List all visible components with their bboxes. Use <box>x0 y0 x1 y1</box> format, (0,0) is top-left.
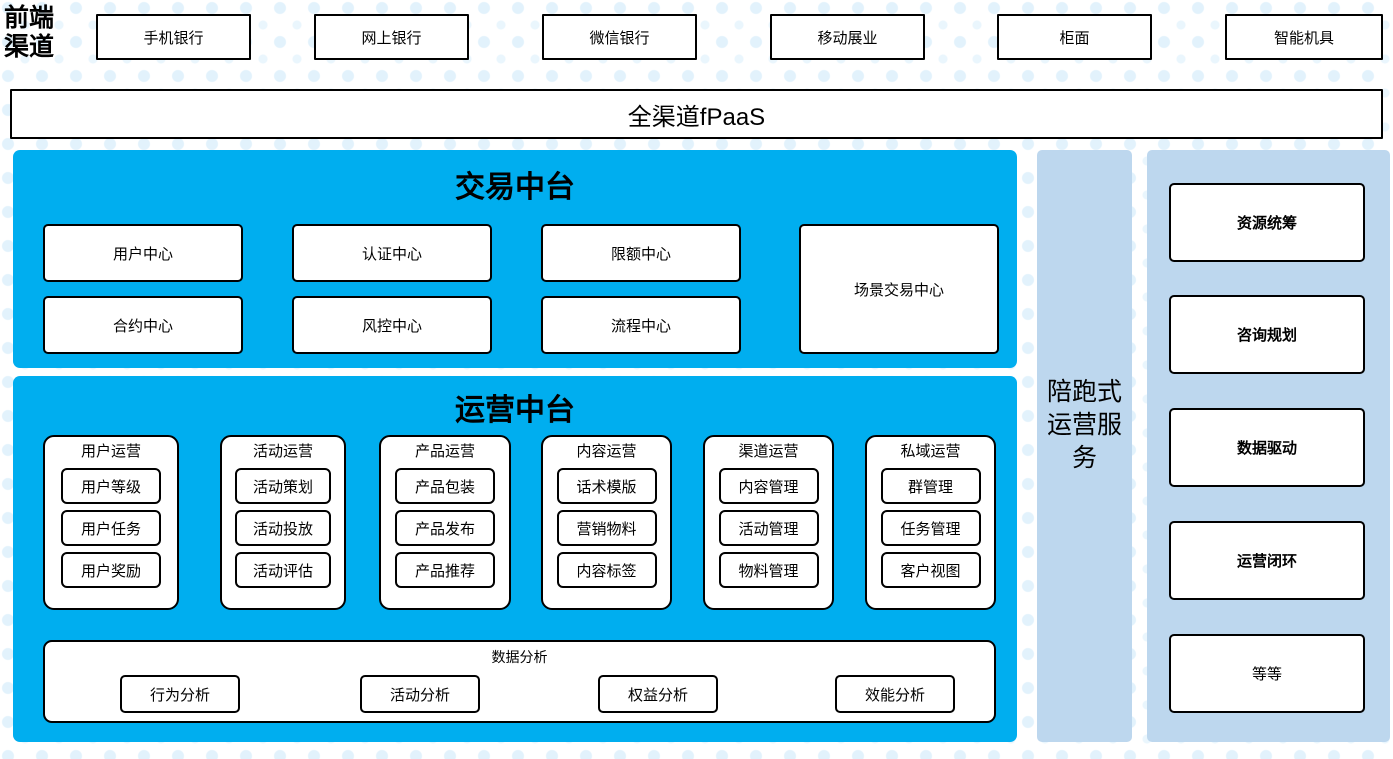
operation-column-title: 用户运营 <box>80 443 141 460</box>
operation-item[interactable]: 活动评估 <box>235 552 331 588</box>
trading-box-contract-center[interactable]: 合约中心 <box>43 296 243 354</box>
trading-box-label: 流程中心 <box>610 317 671 335</box>
trading-box-label: 场景交易中心 <box>853 281 944 299</box>
operation-item[interactable]: 产品包装 <box>395 468 495 504</box>
channel-box-label: 柜面 <box>1059 29 1090 47</box>
operation-platform-panel: 运营中台 用户运营 用户等级 用户任务 用户奖励 活动运营 活动策划 活动投放 … <box>13 376 1017 742</box>
channel-box-mobile-business[interactable]: 移动展业 <box>770 14 925 60</box>
channel-box-label: 手机银行 <box>143 29 204 47</box>
trading-box-auth-center[interactable]: 认证中心 <box>292 224 492 282</box>
data-analysis-item[interactable]: 权益分析 <box>598 675 718 713</box>
operation-column-title: 渠道运营 <box>738 443 799 460</box>
trading-box-risk-center[interactable]: 风控中心 <box>292 296 492 354</box>
operation-column-private-domain: 私域运营 群管理 任务管理 客户视图 <box>865 435 996 610</box>
operation-item[interactable]: 内容管理 <box>718 468 819 504</box>
capability-box-resource[interactable]: 资源统筹 <box>1169 183 1365 262</box>
trading-box-user-center[interactable]: 用户中心 <box>43 224 243 282</box>
data-analysis-item[interactable]: 效能分析 <box>835 675 955 713</box>
front-channel-label-line1: 前端渠道 <box>4 5 55 61</box>
trading-box-label: 认证中心 <box>361 245 422 263</box>
operation-item[interactable]: 用户等级 <box>61 468 161 504</box>
capability-box-etc[interactable]: 等等 <box>1169 634 1365 713</box>
operation-column-channel: 渠道运营 内容管理 活动管理 物料管理 <box>703 435 834 610</box>
operation-item[interactable]: 内容标签 <box>556 552 657 588</box>
operation-item[interactable]: 话术模版 <box>556 468 657 504</box>
front-channel-label: 前端渠道 <box>4 4 82 62</box>
trading-box-label: 合约中心 <box>112 317 173 335</box>
data-analysis-item[interactable]: 活动分析 <box>360 675 480 713</box>
capability-column-panel: 资源统筹 咨询规划 数据驱动 运营闭环 等等 <box>1147 150 1390 742</box>
operation-item[interactable]: 营销物料 <box>556 510 657 546</box>
operation-column-product: 产品运营 产品包装 产品发布 产品推荐 <box>379 435 511 610</box>
trading-box-scenario-trading-center[interactable]: 场景交易中心 <box>799 224 999 354</box>
trading-box-label: 限额中心 <box>610 245 671 263</box>
trading-box-label: 用户中心 <box>112 245 173 263</box>
operation-column-title: 产品运营 <box>414 443 475 460</box>
service-column-label: 陪跑式运营服务 <box>1047 378 1123 472</box>
operation-column-activity: 活动运营 活动策划 活动投放 活动评估 <box>220 435 346 610</box>
operation-item[interactable]: 任务管理 <box>880 510 981 546</box>
channel-box-online-bank[interactable]: 网上银行 <box>314 14 469 60</box>
operation-column-content: 内容运营 话术模版 营销物料 内容标签 <box>541 435 672 610</box>
operation-column-user: 用户运营 用户等级 用户任务 用户奖励 <box>43 435 179 610</box>
service-column-panel: 陪跑式运营服务 <box>1037 150 1132 742</box>
operation-item[interactable]: 活动管理 <box>718 510 819 546</box>
channel-box-wechat-bank[interactable]: 微信银行 <box>542 14 697 60</box>
operation-item[interactable]: 用户奖励 <box>61 552 161 588</box>
operation-item[interactable]: 产品推荐 <box>395 552 495 588</box>
data-analysis-item[interactable]: 行为分析 <box>120 675 240 713</box>
trading-box-limit-center[interactable]: 限额中心 <box>541 224 741 282</box>
channel-box-label: 移动展业 <box>817 29 878 47</box>
data-analysis-card: 数据分析 行为分析 活动分析 权益分析 效能分析 <box>43 640 996 723</box>
channel-box-label: 微信银行 <box>589 29 650 47</box>
operation-item[interactable]: 客户视图 <box>880 552 981 588</box>
operation-item[interactable]: 用户任务 <box>61 510 161 546</box>
fpaas-label: 全渠道fPaaS <box>627 103 766 131</box>
operation-item[interactable]: 群管理 <box>880 468 981 504</box>
capability-box-operation-loop[interactable]: 运营闭环 <box>1169 521 1365 600</box>
operation-item[interactable]: 物料管理 <box>718 552 819 588</box>
channel-box-label: 网上银行 <box>361 29 422 47</box>
trading-box-label: 风控中心 <box>361 317 422 335</box>
channel-box-smart-machine[interactable]: 智能机具 <box>1225 14 1383 60</box>
channel-box-counter[interactable]: 柜面 <box>997 14 1152 60</box>
operation-item[interactable]: 活动策划 <box>235 468 331 504</box>
data-analysis-title: 数据分析 <box>491 649 548 665</box>
trading-platform-panel: 交易中台 用户中心 认证中心 限额中心 合约中心 风控中心 流程中心 场景交易中… <box>13 150 1017 368</box>
capability-box-data-driven[interactable]: 数据驱动 <box>1169 408 1365 487</box>
channel-box-label: 智能机具 <box>1273 29 1334 47</box>
operation-column-title: 内容运营 <box>576 443 637 460</box>
operation-column-title: 私域运营 <box>900 443 961 460</box>
operation-column-title: 活动运营 <box>252 443 313 460</box>
trading-platform-title: 交易中台 <box>455 171 575 204</box>
operation-platform-title: 运营中台 <box>455 394 575 427</box>
channel-box-mobile-bank[interactable]: 手机银行 <box>96 14 251 60</box>
operation-item[interactable]: 产品发布 <box>395 510 495 546</box>
operation-item[interactable]: 活动投放 <box>235 510 331 546</box>
capability-box-consulting[interactable]: 咨询规划 <box>1169 295 1365 374</box>
trading-box-process-center[interactable]: 流程中心 <box>541 296 741 354</box>
fpaas-bar[interactable]: 全渠道fPaaS <box>10 89 1383 139</box>
